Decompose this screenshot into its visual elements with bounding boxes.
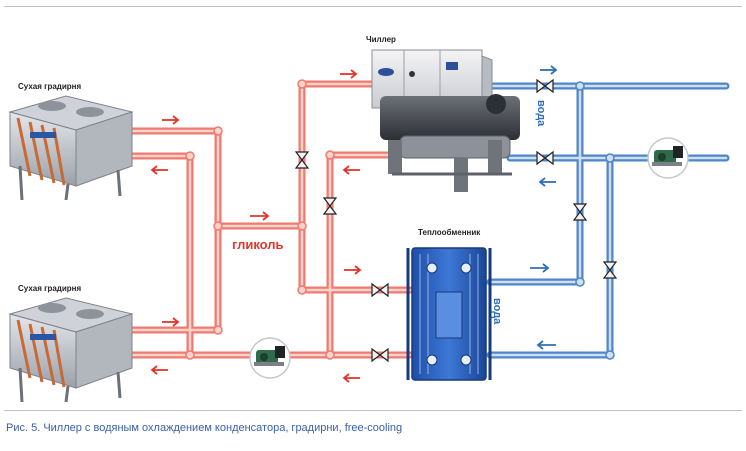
flow-arrow-icon [150,165,168,175]
flow-arrow-icon [162,115,180,125]
pipe-joint [297,285,307,295]
flow-arrow-icon [536,340,556,350]
flow-arrow-icon [342,165,360,175]
chiller-icon [371,49,520,192]
pump-icon [652,146,683,166]
valve-icon [294,151,310,169]
flow-arrow-icon [150,365,168,375]
valve-icon [371,282,389,298]
figure-caption: Рис. 5. Чиллер с водяным охлаждением кон… [6,422,403,434]
pump-water [647,137,689,179]
dry-cooler-icon [8,297,134,403]
dry-cooler-top-label: Сухая градирня [18,82,81,91]
valve-icon [536,150,554,166]
pipe-joint [213,325,223,335]
pipe-joint [605,153,615,163]
flow-arrow-icon [540,65,558,75]
plate-heat-exchanger-icon [406,247,492,381]
flow-arrow-icon [162,317,180,327]
flow-arrow-icon [530,263,550,273]
valve-icon [322,197,338,215]
pipe-joint [297,221,307,231]
pump-glycol [249,337,291,379]
water-label-top: вода [535,100,547,127]
chiller-label: Чиллер [366,35,396,44]
dry-cooler-bottom-label: Сухая градирня [18,284,81,293]
chiller: Чиллер [366,35,520,192]
valve-icon [602,261,618,279]
pipe-joint [213,221,223,231]
flow-arrow-icon [538,177,556,187]
valve-icon [371,347,389,363]
pipe-joint [185,151,195,161]
flow-arrow-icon [250,211,270,221]
dry-cooler-top: Сухая градирня [8,82,134,201]
valve-icon [572,203,588,221]
caption-rule [4,410,742,411]
pipe-joint [297,79,307,89]
heat-exchanger-label: Теплообменник [418,228,481,237]
glycol-label: гликоль [232,237,284,252]
water-pipe-network [486,81,730,360]
pipe-joint [325,150,335,160]
water-label-bottom: вода [491,298,503,325]
flow-arrow-icon [342,373,360,383]
pipe-joint [213,126,223,136]
pipe-joint [575,81,585,91]
pipe-joint [575,277,585,287]
pipe-joint [325,350,335,360]
flow-arrow-icon [340,69,358,79]
free-cooling-diagram: Сухая градирня Сухая градирня [8,35,730,403]
pump-icon [254,346,285,366]
heat-exchanger: Теплообменник [406,228,492,381]
dry-cooler-bottom: Сухая градирня [8,284,134,403]
valves [294,78,618,363]
flow-arrows [150,65,558,383]
pipe-joint [605,350,615,360]
pipe-joint [185,350,195,360]
dry-cooler-icon [8,95,134,201]
flow-arrow-icon [344,265,362,275]
valve-icon [536,78,554,94]
top-rule [4,6,742,7]
